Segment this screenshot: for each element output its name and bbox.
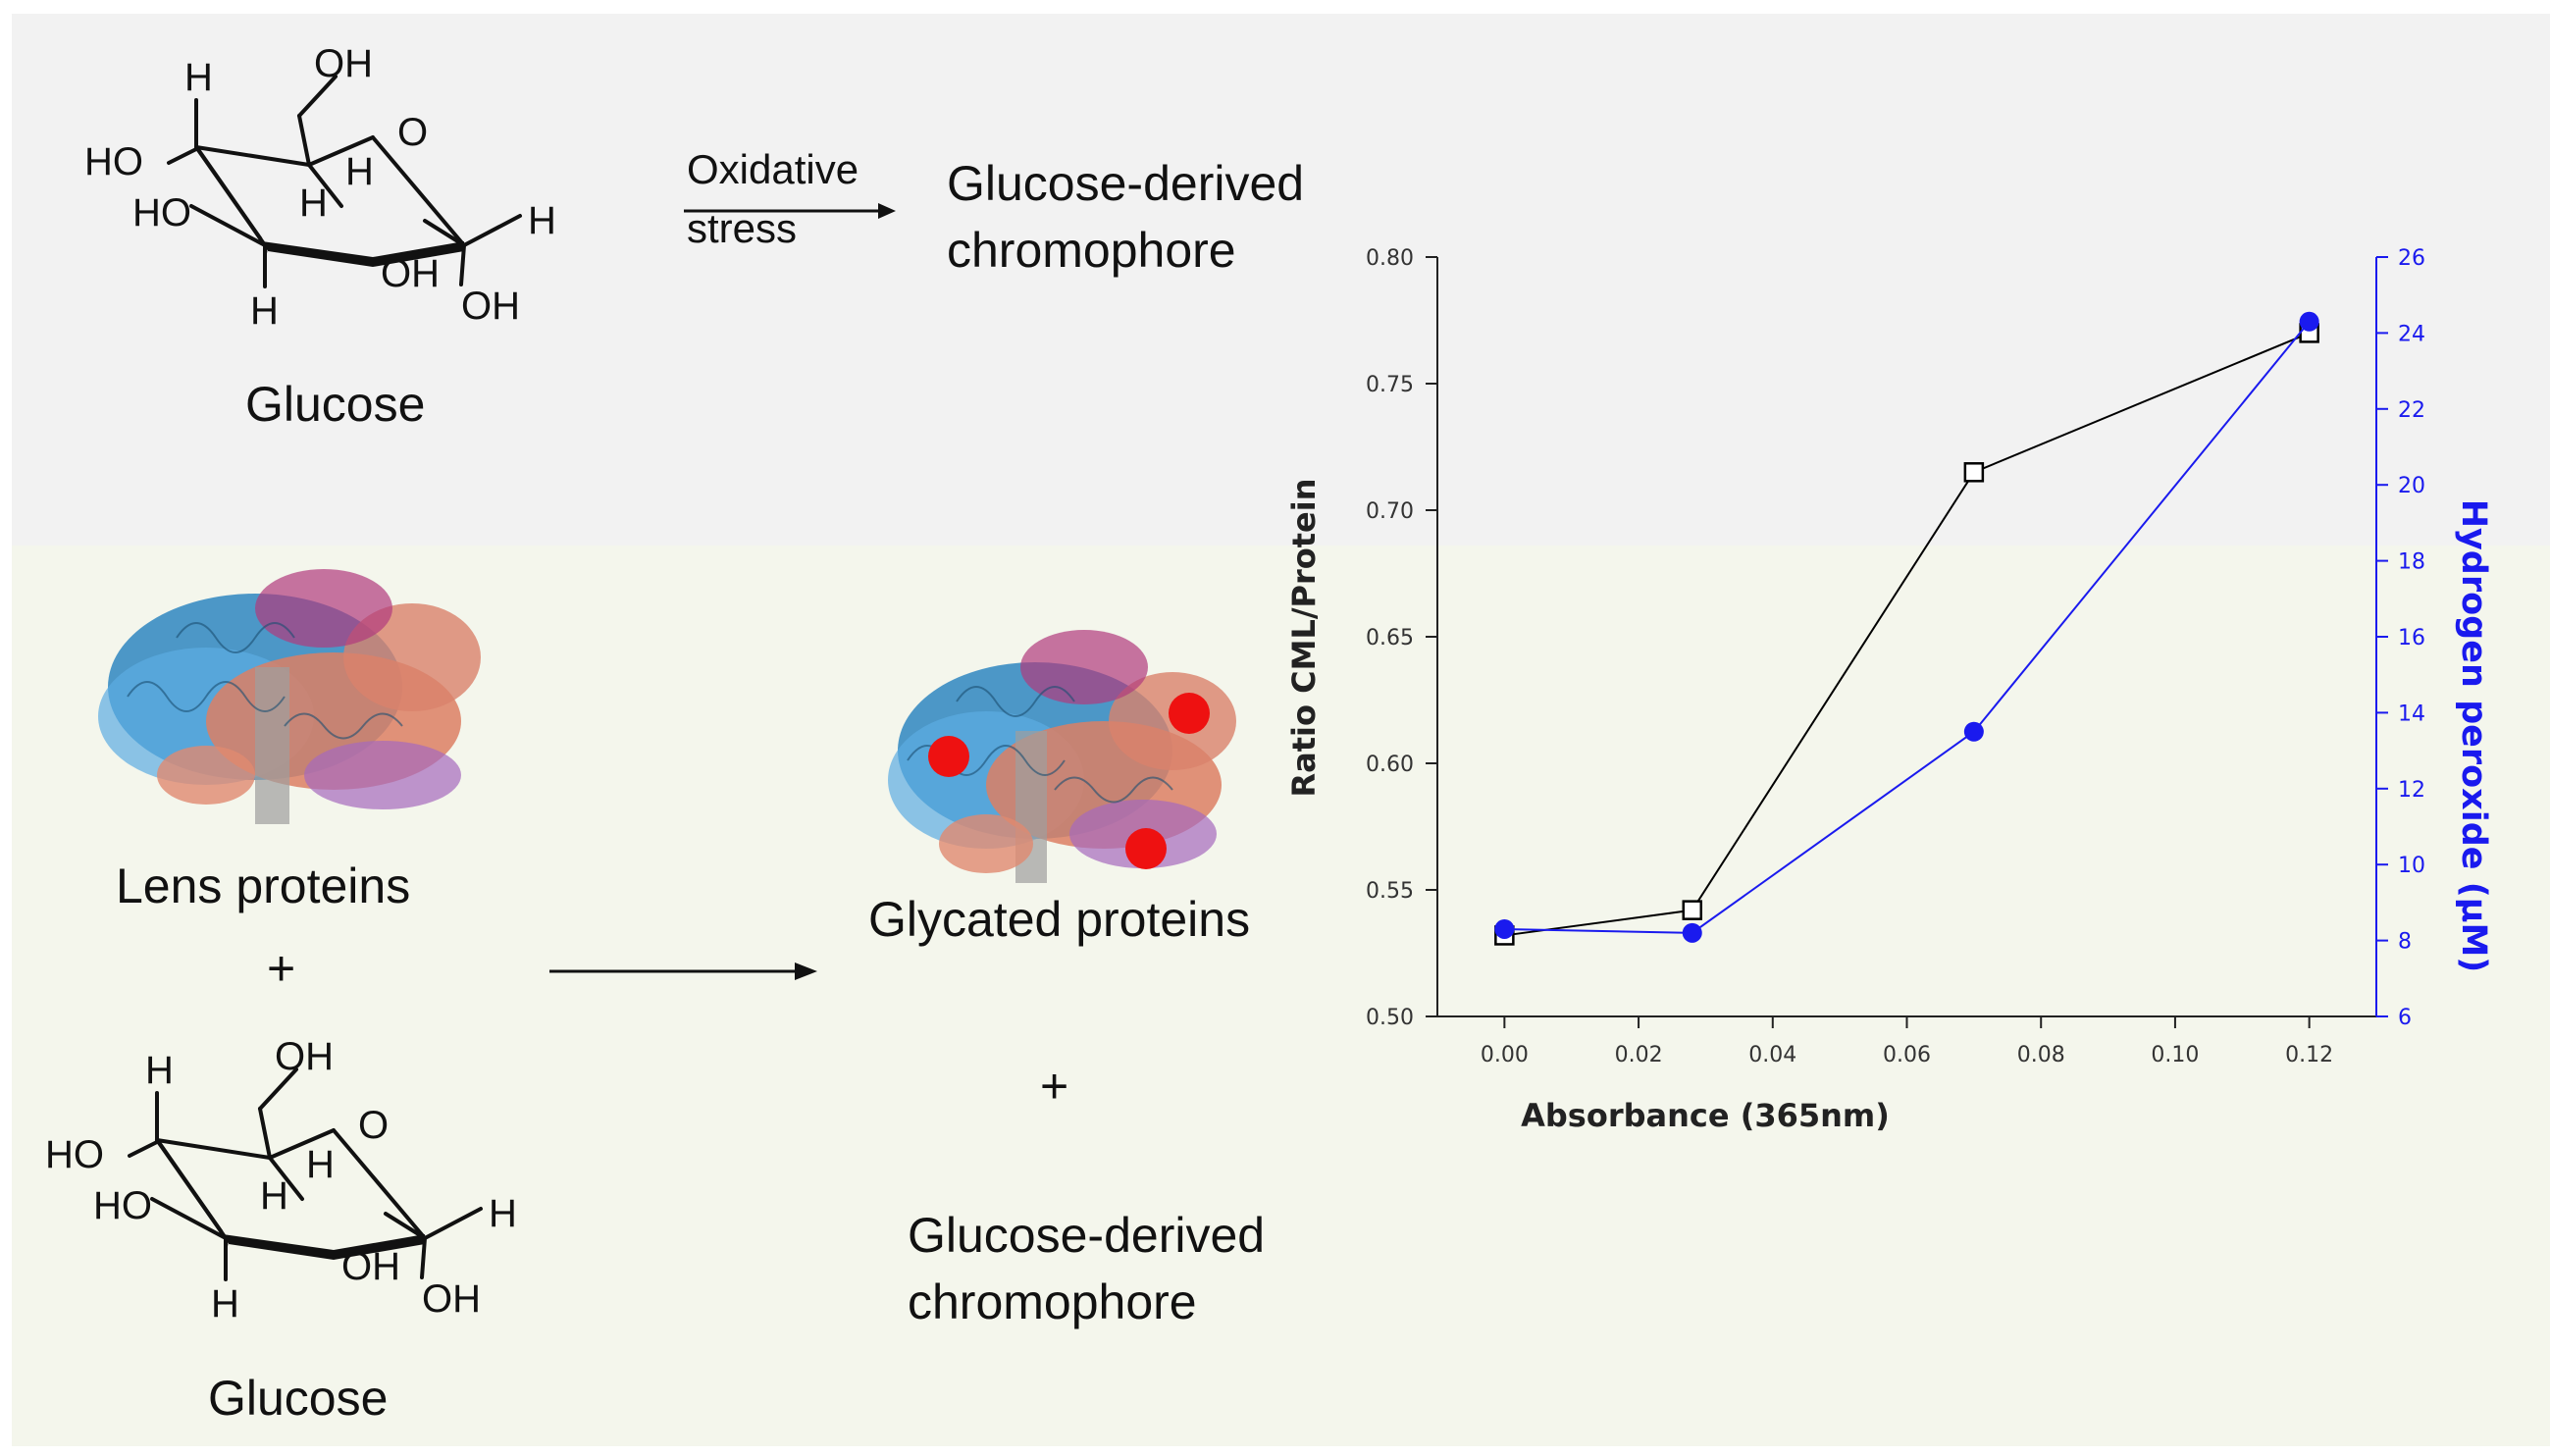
series-line-1 (1504, 332, 2311, 937)
chromophore-label-bottom-1: Glucose-derived (908, 1208, 1266, 1263)
lens-proteins-label: Lens proteins (116, 858, 411, 913)
atom-h-mid: H (299, 182, 328, 225)
reaction-arrow-top (684, 203, 896, 219)
data-point-circle (1963, 721, 1984, 742)
atom-ho-2: HO (93, 1184, 152, 1227)
x-axis-label: Absorbance (365nm) (1521, 1097, 1890, 1134)
y2-tick-label: 6 (2398, 1006, 2412, 1030)
atom-ho-1: HO (45, 1133, 104, 1176)
data-point-circle (1494, 918, 1515, 939)
y-tick-label: 0.50 (1366, 1006, 1414, 1030)
plus-sign-1: + (267, 941, 296, 996)
glycated-protein-image (888, 630, 1236, 883)
atom-oh-right: OH (461, 285, 520, 328)
data-point-circle (1682, 922, 1702, 943)
y-tick-label: 0.65 (1366, 626, 1414, 650)
series-line-2 (1504, 321, 2311, 934)
x-tick-label: 0.10 (2151, 1043, 2199, 1067)
y2-tick-label: 16 (2398, 626, 2425, 650)
x-tick-label: 0.00 (1481, 1043, 1529, 1067)
glucose-label-bottom: Glucose (208, 1371, 389, 1426)
x-tick-label: 0.12 (2285, 1043, 2333, 1067)
atom-h-top: H (184, 56, 213, 99)
y2-tick-label: 22 (2398, 398, 2425, 423)
atom-h-bottom: H (211, 1282, 239, 1326)
y2-tick-label: 8 (2398, 930, 2412, 955)
data-point-square (1682, 900, 1703, 920)
top-panel (12, 14, 2550, 546)
plus-sign-2: + (1040, 1059, 1069, 1114)
y2-tick-label: 14 (2398, 702, 2425, 726)
y-tick-label: 0.60 (1366, 753, 1414, 777)
data-point-circle (2299, 311, 2319, 332)
glycation-dot (928, 736, 969, 777)
atom-h-bottom: H (250, 289, 279, 333)
atom-ho-2: HO (132, 191, 191, 234)
glycation-dot (1169, 693, 1210, 734)
x-tick-label: 0.02 (1615, 1043, 1663, 1067)
atom-ring-o: O (358, 1104, 389, 1147)
y2-tick-label: 24 (2398, 322, 2425, 346)
y-tick-label: 0.75 (1366, 373, 1414, 397)
x-tick-label: 0.06 (1883, 1043, 1931, 1067)
atom-h-top: H (145, 1049, 174, 1092)
stress-label: stress (687, 205, 798, 251)
atom-oh-top: OH (275, 1035, 334, 1078)
atom-ring-o: O (397, 111, 428, 154)
glucose-structure-bottom: H OH O HO HO H H H H OH OH (45, 1035, 517, 1326)
atom-h-inner: H (345, 150, 374, 193)
glucose-label-top: Glucose (245, 377, 426, 432)
chromophore-label-bottom-2: chromophore (908, 1274, 1197, 1329)
atom-ho-1: HO (84, 140, 143, 183)
y2-tick-label: 20 (2398, 474, 2425, 498)
glycated-proteins-label: Glycated proteins (868, 892, 1251, 947)
chromophore-label-top-2: chromophore (947, 223, 1236, 278)
x-tick-label: 0.08 (2017, 1043, 2065, 1067)
y-axis-right-label: Hydrogen peroxide (μM) (2454, 499, 2493, 973)
oxidative-label: Oxidative (687, 146, 859, 192)
atom-h-inner: H (306, 1143, 335, 1186)
y2-tick-label: 10 (2398, 854, 2425, 878)
atom-h-mid: H (260, 1174, 288, 1218)
y2-tick-label: 26 (2398, 246, 2425, 271)
chromophore-label-top-1: Glucose-derived (947, 156, 1305, 211)
lens-protein-image (98, 569, 481, 824)
y2-tick-label: 18 (2398, 550, 2425, 575)
x-tick-label: 0.04 (1748, 1043, 1796, 1067)
reaction-arrow-bottom (549, 962, 817, 980)
atom-oh-top: OH (314, 42, 373, 85)
atom-oh-bottom: OH (381, 252, 440, 295)
atom-oh-bottom: OH (341, 1245, 400, 1288)
y-axis-left-label: Ratio CML/Protein (1285, 479, 1323, 798)
atom-h-right: H (489, 1192, 517, 1235)
y2-tick-label: 12 (2398, 778, 2425, 803)
y-tick-label: 0.70 (1366, 499, 1414, 524)
glucose-structure-top: H OH O HO HO H H H H OH OH (84, 42, 556, 333)
y-tick-label: 0.80 (1366, 246, 1414, 271)
y-tick-label: 0.55 (1366, 879, 1414, 904)
atom-h-right: H (528, 199, 556, 242)
glycation-dot (1125, 828, 1167, 869)
data-point-square (1963, 462, 1985, 483)
atom-oh-right: OH (422, 1277, 481, 1321)
